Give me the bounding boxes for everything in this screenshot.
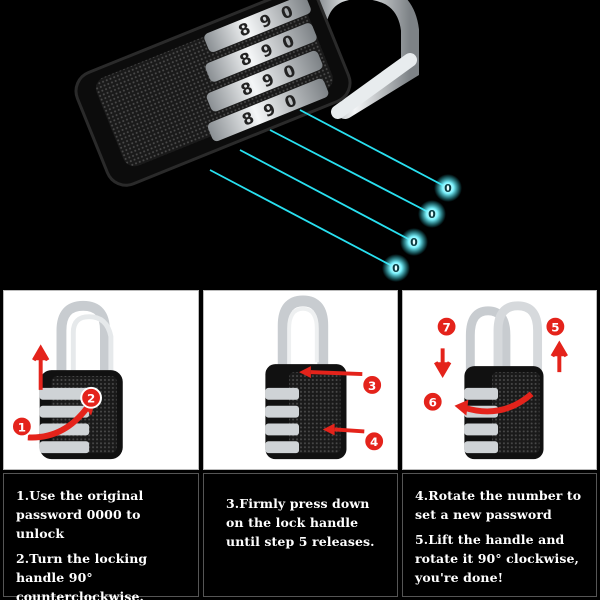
svg-text:2: 2 bbox=[87, 392, 95, 406]
svg-text:4: 4 bbox=[370, 435, 378, 449]
hero-callout-digit-3: 0 bbox=[410, 236, 418, 249]
svg-text:5: 5 bbox=[551, 321, 559, 335]
panel1-curve-arrow bbox=[27, 405, 90, 441]
hero-callout-digit-2: 0 bbox=[428, 208, 436, 221]
panel2-arrow-top bbox=[310, 370, 363, 377]
panel3-badge-7: 7 bbox=[435, 315, 458, 338]
svg-text:6: 6 bbox=[429, 396, 437, 410]
instruction-box-3: 4.Rotate the number to set a new passwor… bbox=[402, 473, 597, 597]
hero-dial-row-3: 8 9 0 bbox=[206, 50, 323, 112]
panel3-curve-arrow bbox=[463, 391, 534, 415]
instruction-box-1: 1.Use the original password 0000 to unlo… bbox=[3, 473, 199, 600]
hero-image: 8 9 0 8 9 0 8 9 0 8 9 0 bbox=[0, 0, 600, 285]
step-3-text: 3.Firmly press down on the lock handle u… bbox=[226, 496, 375, 549]
panel2-arrow-bottom bbox=[334, 427, 365, 434]
step-1-text: 1.Use the original password 0000 to unlo… bbox=[16, 488, 144, 541]
step-4-text: 4.Rotate the number to set a new passwor… bbox=[415, 488, 582, 522]
panel3-up-arrow bbox=[550, 340, 568, 373]
hero-dial-row-4: 8 9 0 bbox=[207, 78, 329, 142]
panel1-badge-1: 1 bbox=[11, 415, 33, 438]
panel3-illustration: 7 5 6 bbox=[421, 301, 568, 460]
instruction-box-2: 3.Firmly press down on the lock handle u… bbox=[203, 473, 398, 597]
step-5-text: 5.Lift the handle and rotate it 90° cloc… bbox=[415, 532, 579, 585]
hero-lock-illustration: 8 9 0 8 9 0 8 9 0 8 9 0 bbox=[74, 0, 462, 282]
hero-shackle bbox=[309, 0, 419, 119]
panel1-illustration: 1 2 bbox=[11, 300, 123, 460]
panel2-illustration: 3 4 bbox=[265, 295, 386, 460]
panel2-badge-3: 3 bbox=[361, 374, 384, 396]
panel3-badge-6: 6 bbox=[421, 390, 444, 413]
hero-callout-digit-4: 0 bbox=[392, 262, 400, 275]
panel3-down-arrow bbox=[434, 348, 452, 378]
svg-text:1: 1 bbox=[18, 420, 26, 434]
panel1-up-arrow bbox=[32, 344, 50, 390]
svg-text:7: 7 bbox=[442, 321, 450, 335]
panel2-badge-4: 4 bbox=[363, 430, 386, 453]
panel1-badge-2: 2 bbox=[80, 386, 102, 409]
step-panel-3: 7 5 6 bbox=[402, 290, 597, 470]
svg-text:3: 3 bbox=[368, 379, 376, 393]
step-2-text: 2.Turn the locking handle 90° counterclo… bbox=[16, 551, 148, 600]
step-panel-2: 3 4 bbox=[203, 290, 398, 470]
hero-glow-dots bbox=[382, 174, 462, 282]
hero-dial-row-2: 8 9 0 bbox=[205, 23, 317, 82]
hero-dial-row-1: 8 9 0 bbox=[204, 0, 311, 53]
panel3-badge-5: 5 bbox=[544, 315, 567, 338]
hero-callout-digit-1: 0 bbox=[444, 182, 452, 195]
step-panel-1: 1 2 bbox=[3, 290, 199, 470]
hero-cyan-lines bbox=[209, 109, 449, 269]
